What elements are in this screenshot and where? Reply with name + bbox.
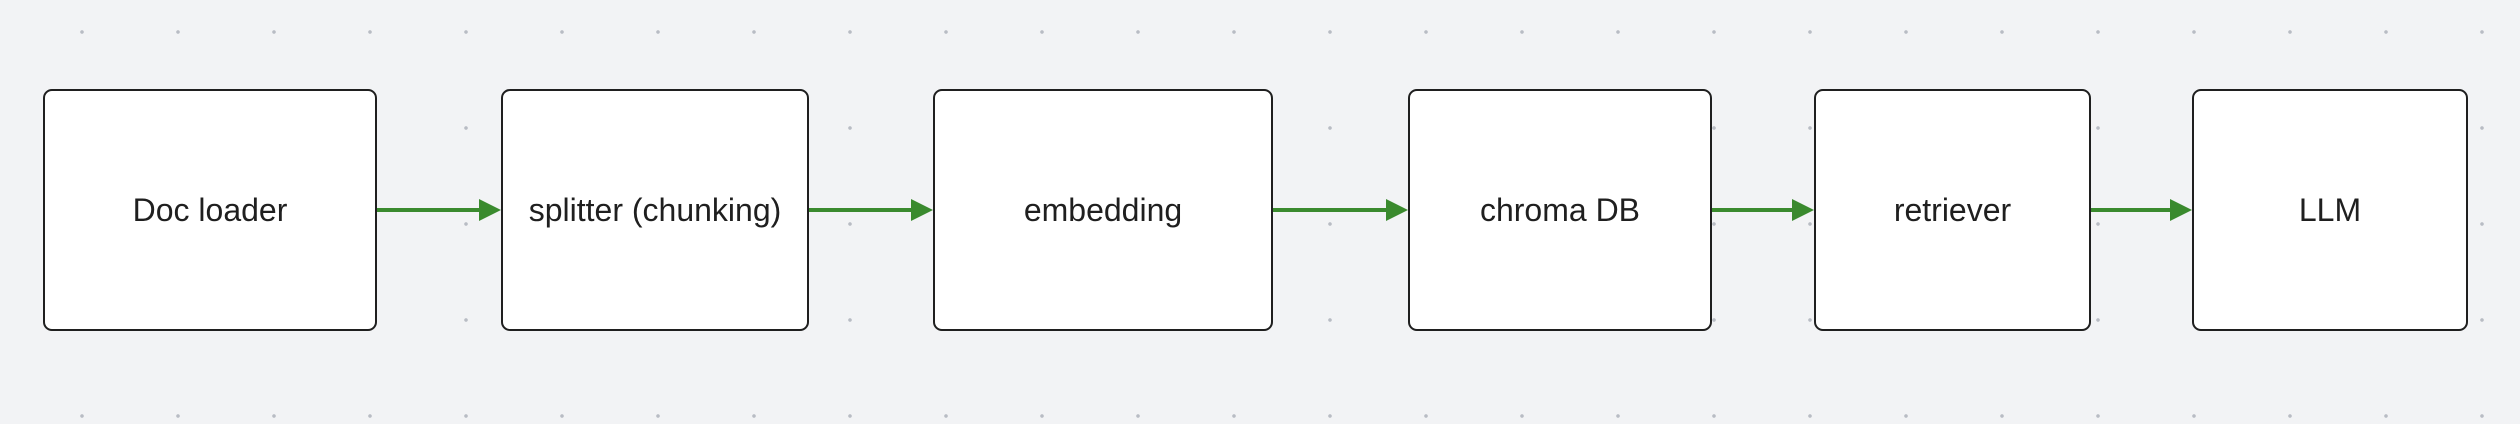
edge-retriever-to-llm[interactable] xyxy=(2091,199,2192,221)
edge-embedding-to-chroma-db[interactable] xyxy=(1273,199,1408,221)
node-label: retriever xyxy=(1893,191,2012,228)
node-splitter[interactable]: splitter (chunking) xyxy=(501,89,809,331)
node-doc-loader[interactable]: Doc loader xyxy=(43,89,377,331)
node-llm[interactable]: LLM xyxy=(2192,89,2468,331)
edge-doc-loader-to-splitter[interactable] xyxy=(377,199,501,221)
arrowhead-icon xyxy=(1386,199,1408,221)
node-label: Doc loader xyxy=(132,191,288,228)
node-label: LLM xyxy=(2298,191,2362,228)
edge-chroma-db-to-retriever[interactable] xyxy=(1712,199,1814,221)
edge-splitter-to-embedding[interactable] xyxy=(809,199,933,221)
node-label: splitter (chunking) xyxy=(528,191,782,228)
arrowhead-icon xyxy=(1792,199,1814,221)
arrowhead-icon xyxy=(479,199,501,221)
node-label: embedding xyxy=(1023,191,1183,228)
node-retriever[interactable]: retriever xyxy=(1814,89,2091,331)
node-chroma-db[interactable]: chroma DB xyxy=(1408,89,1712,331)
node-label: chroma DB xyxy=(1479,191,1641,228)
arrowhead-icon xyxy=(911,199,933,221)
node-embedding[interactable]: embedding xyxy=(933,89,1273,331)
arrowhead-icon xyxy=(2170,199,2192,221)
